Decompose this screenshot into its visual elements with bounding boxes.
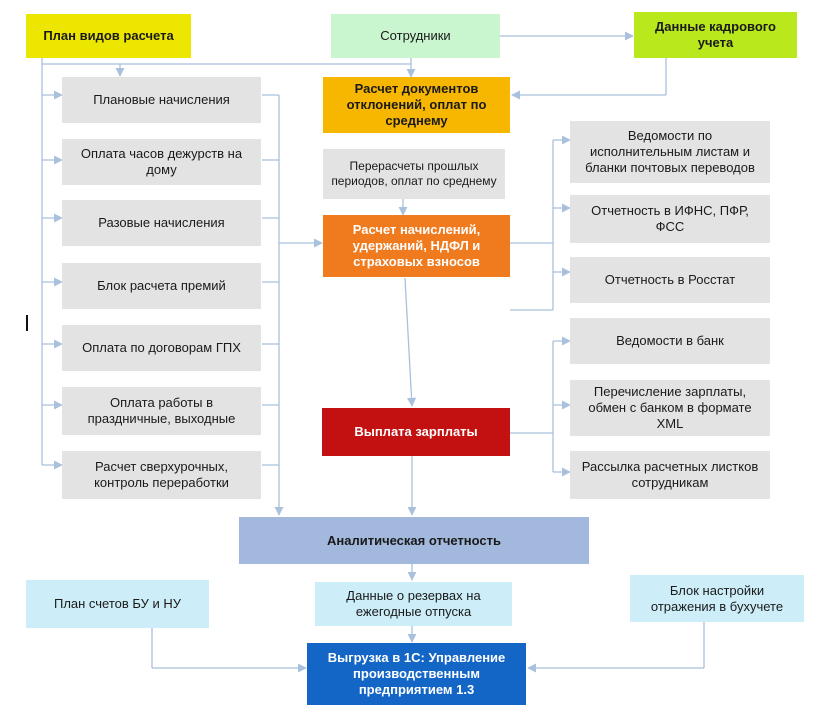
node-sverkhurochnye: Расчет сверхурочных, контроль переработк… bbox=[62, 451, 261, 499]
node-blok-nastroyki: Блок настройки отражения в бухучете bbox=[630, 575, 804, 622]
node-dezhurstva: Оплата часов дежурств на дому bbox=[62, 139, 261, 185]
node-otkloneniya: Расчет документов отклонений, оплат по с… bbox=[323, 77, 510, 133]
node-razovye: Разовые начисления bbox=[62, 200, 261, 246]
node-sotrudniki: Сотрудники bbox=[331, 14, 500, 58]
node-gph: Оплата по договорам ГПХ bbox=[62, 325, 261, 371]
node-analitika: Аналитическая отчетность bbox=[239, 517, 589, 564]
node-vygruzka: Выгрузка в 1С: Управление производственн… bbox=[307, 643, 526, 705]
node-premii: Блок расчета премий bbox=[62, 263, 261, 309]
node-vyplata: Выплата зарплаты bbox=[322, 408, 510, 456]
node-nachisleniya: Расчет начислений, удержаний, НДФЛ и стр… bbox=[323, 215, 510, 277]
node-plan-schetov: План счетов БУ и НУ bbox=[26, 580, 209, 628]
node-planovye: Плановые начисления bbox=[62, 77, 261, 123]
node-rezervy: Данные о резервах на ежегодные отпуска bbox=[315, 582, 512, 626]
node-rassylka: Рассылка расчетных листков сотрудникам bbox=[570, 451, 770, 499]
node-perechislenie: Перечисление зарплаты, обмен с банком в … bbox=[570, 380, 770, 436]
text-cursor bbox=[26, 315, 28, 331]
node-prazdnichnye: Оплата работы в праздничные, выходные bbox=[62, 387, 261, 435]
node-vedomosti-bank: Ведомости в банк bbox=[570, 318, 770, 364]
node-rosstat: Отчетность в Росстат bbox=[570, 257, 770, 303]
node-kadrovye: Данные кадрового учета bbox=[634, 12, 797, 58]
node-pererascheta: Перерасчеты прошлых периодов, оплат по с… bbox=[323, 149, 505, 199]
node-vedomosti-isp: Ведомости по исполнительным листам и бла… bbox=[570, 121, 770, 183]
node-ifns: Отчетность в ИФНС, ПФР, ФСС bbox=[570, 195, 770, 243]
node-plan-vidov: План видов расчета bbox=[26, 14, 191, 58]
